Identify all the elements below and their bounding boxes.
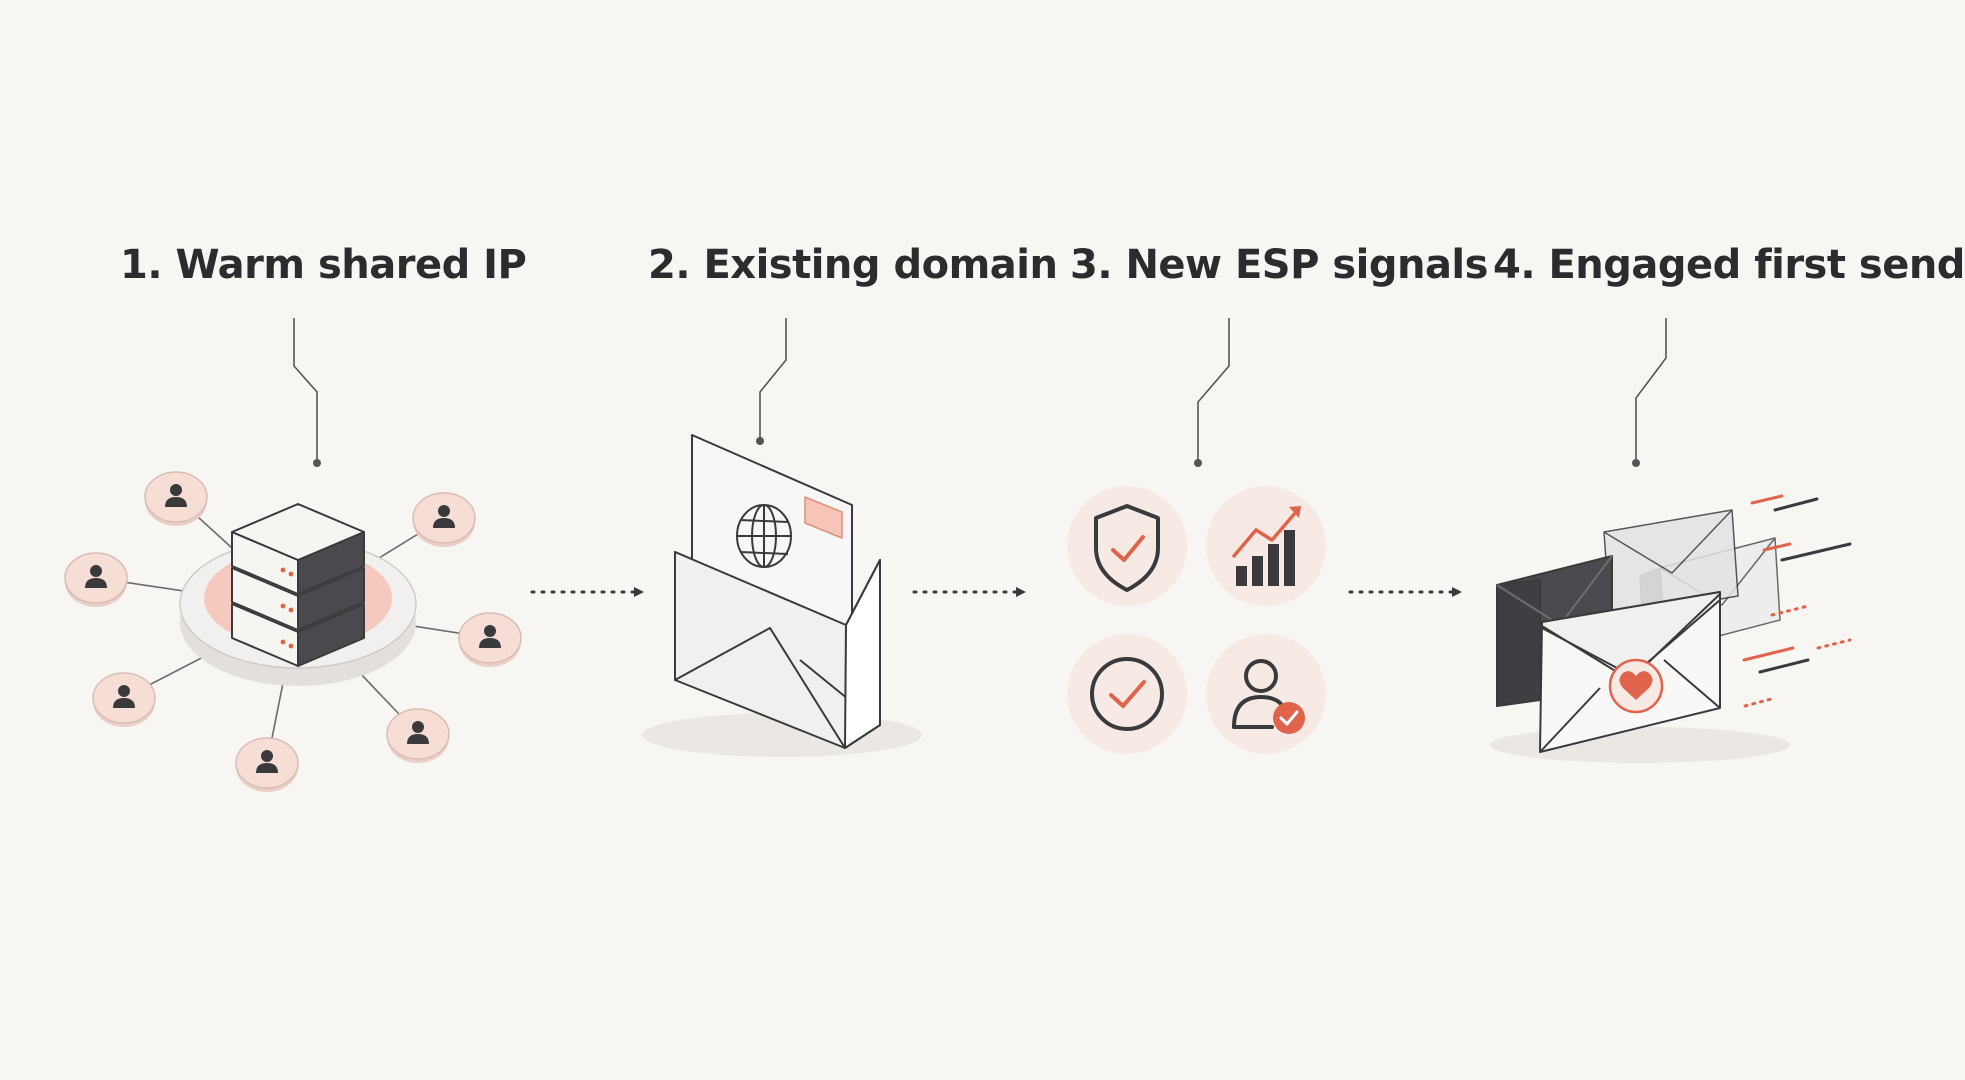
server-network-icon	[64, 471, 522, 793]
diagram-art	[64, 318, 1852, 793]
step-3-title: 3. New ESP signals	[1070, 242, 1488, 288]
step-4-title: 4. Engaged first send	[1493, 242, 1965, 288]
sending-envelopes-icon	[1490, 494, 1852, 763]
connector-3	[1194, 318, 1230, 467]
step-2-title: 2. Existing domain	[648, 242, 1058, 288]
domain-envelope-icon	[642, 434, 922, 757]
shield-check-icon	[1094, 504, 1160, 592]
connector-2	[756, 318, 787, 445]
signals-grid-icon	[1067, 486, 1326, 754]
process-diagram: 1. Warm shared IP 2. Existing domain 3. …	[64, 242, 1965, 793]
circle-check-icon	[1090, 657, 1164, 731]
step-1-title: 1. Warm shared IP	[120, 242, 527, 288]
connector-1	[293, 318, 321, 467]
verified-user-icon	[1232, 659, 1305, 734]
growth-chart-icon	[1232, 506, 1301, 586]
connector-4	[1632, 318, 1667, 467]
